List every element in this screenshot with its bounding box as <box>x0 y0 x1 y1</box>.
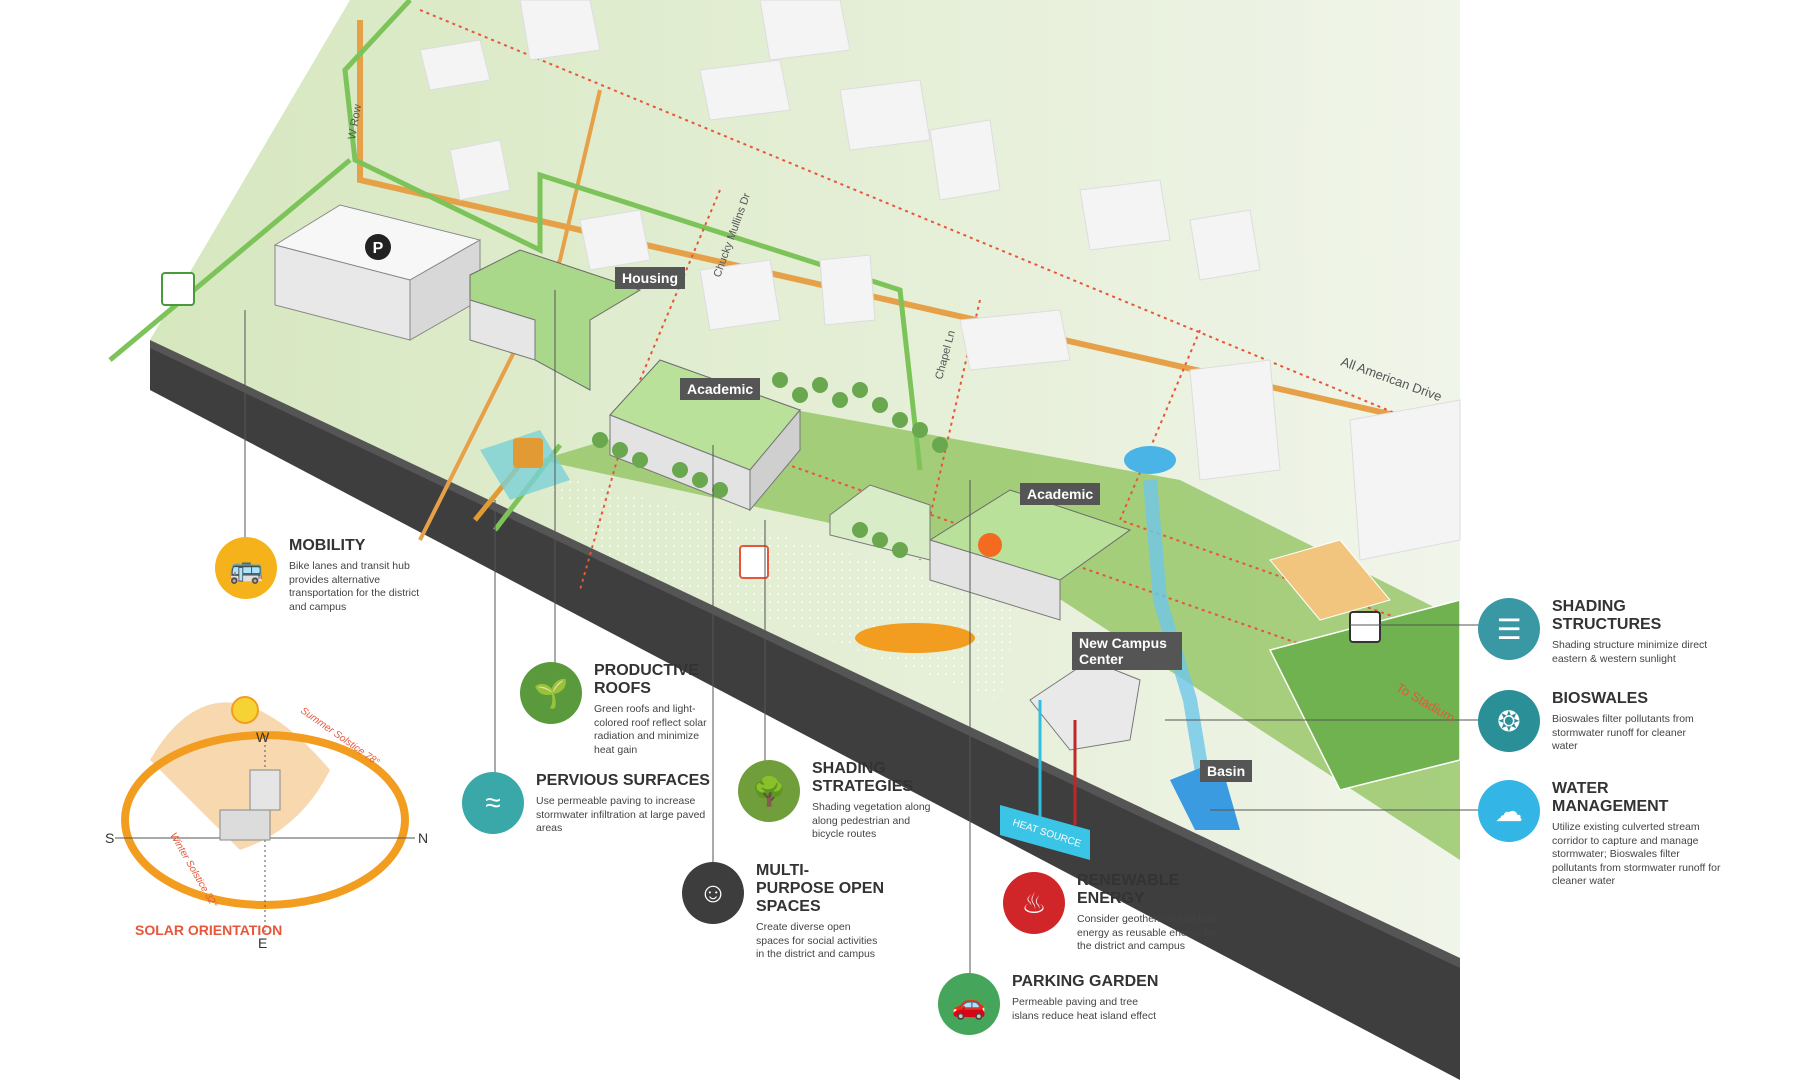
red-dotted-path-1 <box>419 9 1461 441</box>
bike-icon <box>161 272 195 306</box>
label-academic-2: Academic <box>1020 483 1101 505</box>
bioswales-title: BIOSWALES <box>1552 690 1649 707</box>
water-management-desc: Utilize existing culverted stream corrid… <box>1552 821 1721 887</box>
trees <box>592 372 948 558</box>
mobility-icon: 🚌 <box>215 537 277 599</box>
productive-roofs-title: PRODUCTIVE ROOFS <box>594 662 699 697</box>
parking-garden-title: PARKING GARDEN <box>1012 973 1159 990</box>
academic-1-front <box>749 408 801 512</box>
shading-strategies-desc: Shading vegetation along along pedestria… <box>812 801 931 840</box>
bus-icon <box>513 438 543 468</box>
cloud-rain-icon <box>1124 446 1176 474</box>
pervious-surfaces-icon: ≈ <box>462 772 524 834</box>
renewable-energy-title: RENEWABLE ENERGY <box>1077 872 1180 907</box>
callout-renewable-energy: ♨ RENEWABLE ENERGY Consider geothermal a… <box>1003 872 1243 954</box>
parking-garden-icon: 🚗 <box>938 973 1000 1035</box>
solar-orientation-diagram <box>115 696 415 935</box>
label-housing: Housing <box>615 267 685 289</box>
shading-structures-icon: ☰ <box>1478 598 1540 660</box>
shading-structures-title: SHADING STRUCTURES <box>1552 598 1662 633</box>
callout-mobility: 🚌 MOBILITY Bike lanes and transit hub pr… <box>215 537 455 614</box>
multi-purpose-title: MULTI-PURPOSE OPEN SPACES <box>756 862 885 915</box>
red-dotted-path-5 <box>659 419 1461 701</box>
heat-source-banner <box>1000 805 1090 860</box>
solar-w-label: W <box>256 729 270 745</box>
sun-position-icon <box>231 696 259 724</box>
pervious-surfaces-desc: Use permeable paving to increase stormwa… <box>536 795 706 834</box>
solar-mini-building-2 <box>219 809 271 841</box>
housing-side <box>469 299 536 361</box>
shading-structures-desc: Shading structure minimize direct easter… <box>1552 639 1708 665</box>
mobility-desc: Bike lanes and transit hub provides alte… <box>289 560 420 613</box>
solar-orientation-title: SOLAR ORIENTATION <box>135 922 282 938</box>
pervious-surfaces-title: PERVIOUS SURFACES <box>536 772 710 789</box>
label-new-campus-center: New Campus Center <box>1072 632 1182 670</box>
callout-bioswales: ❂ BIOSWALES Bioswales filter pollutants … <box>1478 690 1738 754</box>
parking-icon-label: P <box>373 240 384 257</box>
all-american-drive <box>357 20 1461 433</box>
solar-mini-building-1 <box>249 769 281 811</box>
parking-garden-desc: Permeable paving and tree islans reduce … <box>1012 996 1156 1022</box>
academic-2-wing <box>829 484 931 561</box>
section-wall <box>150 345 1460 1080</box>
orange-plaza <box>855 623 975 653</box>
water-management-title: WATER MANAGEMENT <box>1552 780 1669 815</box>
solar-e-label: E <box>258 935 267 951</box>
chucky-mullins-dr <box>418 89 602 541</box>
solar-s-label: S <box>105 830 114 846</box>
section-wall-top <box>150 340 1460 968</box>
callout-multi-purpose: ☺ MULTI-PURPOSE OPEN SPACES Create diver… <box>682 862 902 962</box>
parking-icon <box>365 234 391 260</box>
callout-productive-roofs: 🌱 PRODUCTIVE ROOFS Green roofs and light… <box>520 662 720 757</box>
bioswales-desc: Bioswales filter pollutants from stormwa… <box>1552 713 1694 752</box>
callout-pervious-surfaces: ≈ PERVIOUS SURFACES Use permeable paving… <box>462 772 712 836</box>
multi-purpose-desc: Create diverse open spaces for social ac… <box>756 921 878 960</box>
productive-roofs-icon: 🌱 <box>520 662 582 724</box>
callout-shading-strategies: 🌳 SHADING STRATEGIES Shading vegetation … <box>738 760 938 842</box>
mobility-title: MOBILITY <box>289 537 366 554</box>
background-buildings <box>419 0 1461 561</box>
shading-strategies-icon: 🌳 <box>738 760 800 822</box>
multi-purpose-icon: ☺ <box>682 862 744 924</box>
solar-winter-label: Winter Solstice 32° <box>167 831 219 910</box>
callout-water-management: ☁ WATER MANAGEMENT Utilize existing culv… <box>1478 780 1738 889</box>
shading-strategies-title: SHADING STRATEGIES <box>812 760 914 795</box>
basketball-court <box>1269 539 1391 621</box>
red-dotted-path-2 <box>579 189 721 591</box>
green-bike-route <box>342 0 923 471</box>
academic-2-side <box>929 539 1061 621</box>
renewable-energy-icon: ♨ <box>1003 872 1065 934</box>
productive-roofs-desc: Green roofs and light-colored roof refle… <box>594 703 707 756</box>
pedestrian-icon <box>739 545 769 579</box>
callout-parking-garden: 🚗 PARKING GARDEN Permeable paving and tr… <box>938 973 1178 1035</box>
green-bike-route-2 <box>108 158 352 362</box>
campus-lawn <box>540 400 1460 860</box>
solar-n-label: N <box>418 830 428 846</box>
leader-lines <box>244 290 1480 990</box>
label-academic-1: Academic <box>680 378 761 400</box>
sports-field <box>1268 599 1461 791</box>
sun-icon <box>978 533 1002 557</box>
label-basin: Basin <box>1200 760 1253 782</box>
soccer-icon <box>1349 611 1381 643</box>
renewable-energy-desc: Consider geothermal and solar energy as … <box>1077 913 1221 952</box>
callout-shading-structures: ☰ SHADING STRUCTURES Shading structure m… <box>1478 598 1738 666</box>
water-management-icon: ☁ <box>1478 780 1540 842</box>
bioswales-icon: ❂ <box>1478 690 1540 752</box>
